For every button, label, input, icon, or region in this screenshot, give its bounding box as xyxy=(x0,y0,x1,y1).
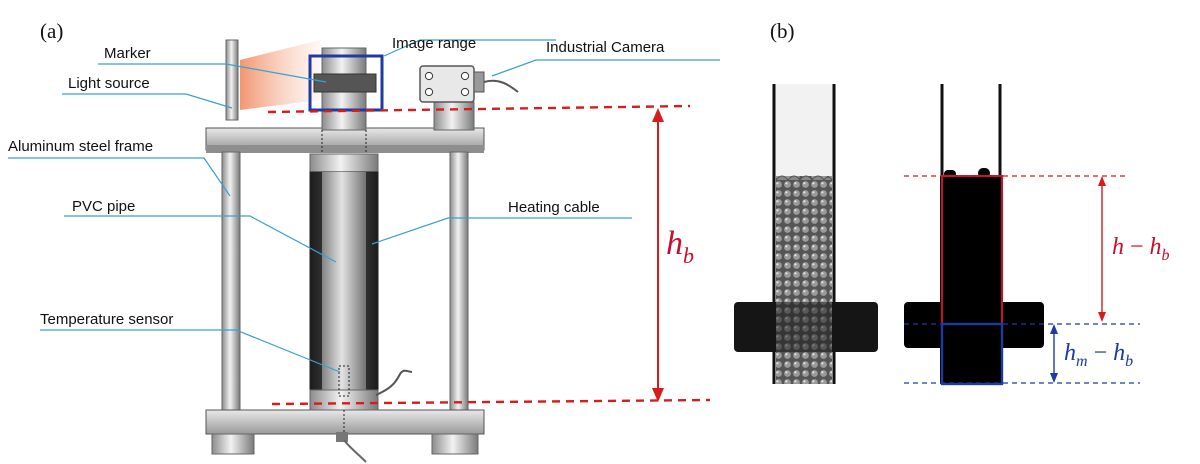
label-frame: Aluminum steel frame xyxy=(8,138,153,155)
h-minus-hb-label: h − hb xyxy=(1112,234,1170,264)
light-beam xyxy=(240,40,320,110)
centre-foot xyxy=(336,432,348,442)
photo-beads xyxy=(734,84,878,384)
camera-mount xyxy=(433,101,475,131)
hb-bottom-line xyxy=(271,398,711,406)
label-light-source: Light source xyxy=(68,75,150,92)
panel-b-tag: (b) xyxy=(770,19,795,43)
hb-top-line xyxy=(267,104,691,114)
h-minus-hb-arrow-head-top xyxy=(1098,176,1106,186)
label-image-range: Image range xyxy=(392,35,476,52)
hm-minus-hb-arrow-head-top xyxy=(1050,324,1058,334)
h-minus-hb-arrow-head-bottom xyxy=(1098,312,1106,322)
hm-minus-hb-label: hm − hb xyxy=(1064,340,1133,370)
pipe-collar-bottom xyxy=(309,389,379,411)
hb-arrow-head-bottom xyxy=(652,388,664,402)
left-post xyxy=(221,151,241,413)
bottom-plate xyxy=(205,409,485,435)
temperature-sensor xyxy=(338,365,350,397)
panel-a-tag: (a) xyxy=(40,19,63,43)
right-foot xyxy=(431,433,479,455)
sensor-wire xyxy=(343,439,367,463)
pvc-pipe-core xyxy=(322,172,366,392)
right-post xyxy=(449,151,469,413)
label-camera: Industrial Camera xyxy=(546,39,665,56)
top-plate-face xyxy=(206,145,484,153)
label-pvc-pipe: PVC pipe xyxy=(72,198,135,215)
label-marker: Marker xyxy=(104,45,151,62)
photo-binary xyxy=(904,84,1044,384)
marker-rod xyxy=(225,39,239,121)
industrial-camera xyxy=(419,65,519,103)
hb-label: hb xyxy=(666,225,694,268)
hm-minus-hb-arrow-head-bottom xyxy=(1050,373,1058,383)
label-temperature-sensor: Temperature sensor xyxy=(40,311,173,328)
image-range-box xyxy=(308,54,384,112)
left-foot xyxy=(211,433,255,455)
label-heating-cable: Heating cable xyxy=(508,199,600,216)
leader-lines xyxy=(8,39,720,373)
hb-arrow-head-top xyxy=(652,108,664,122)
marker-ring xyxy=(313,73,377,93)
pipe-collar-top xyxy=(309,153,379,173)
heating-cable-wire xyxy=(375,369,413,396)
